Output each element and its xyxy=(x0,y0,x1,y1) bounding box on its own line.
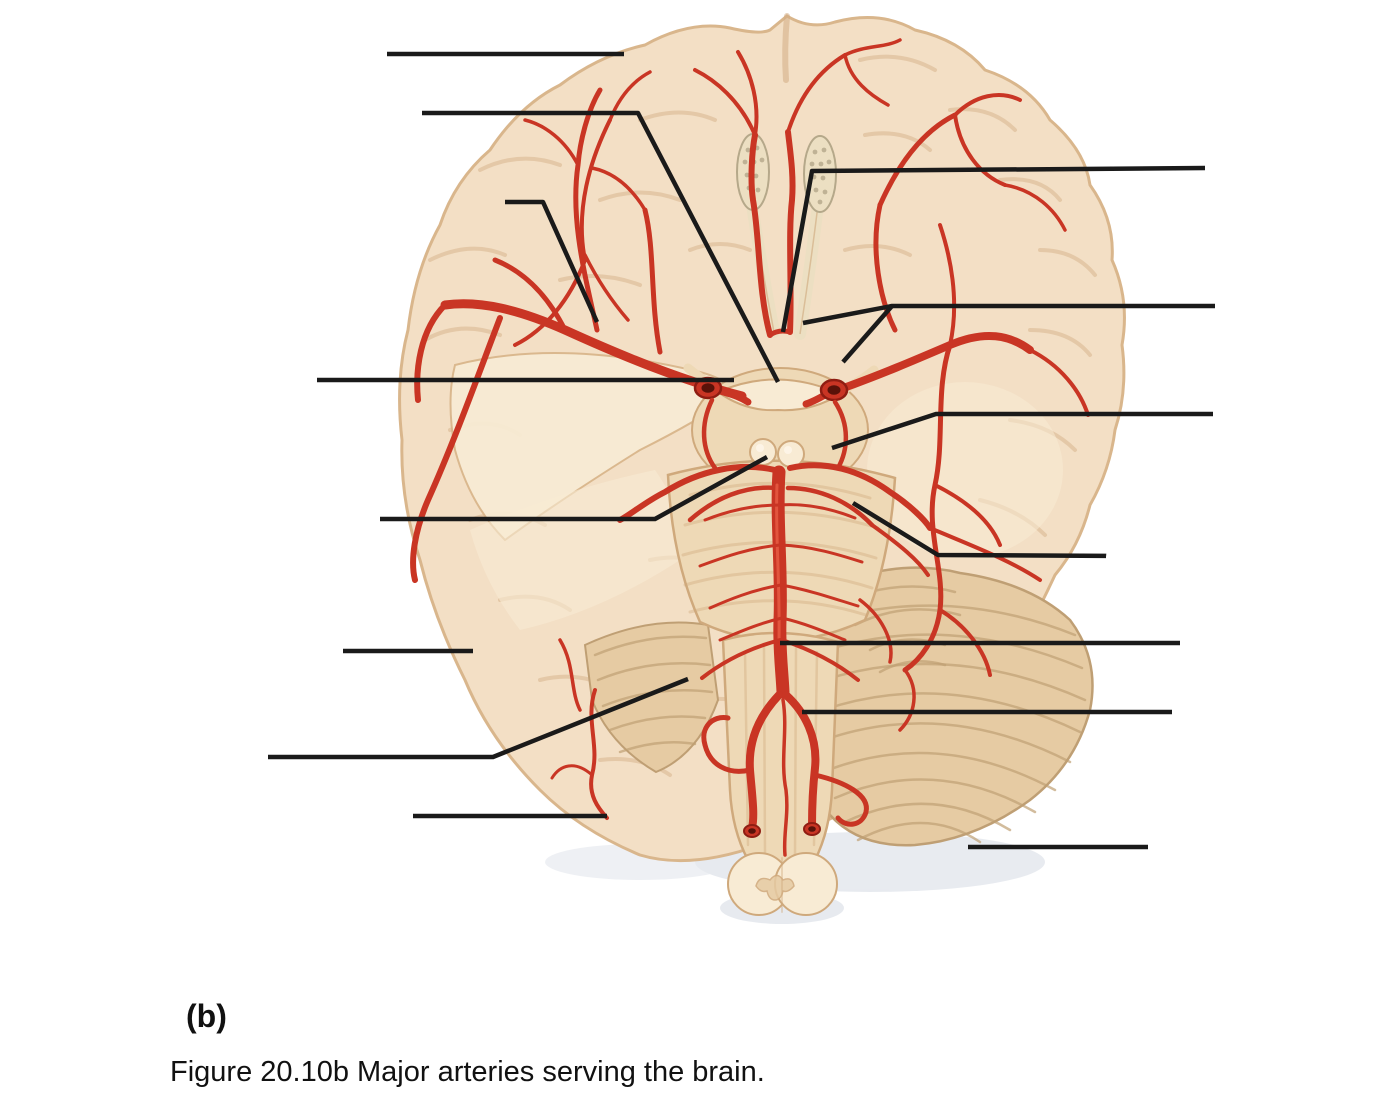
right-frontal-branches xyxy=(873,93,1067,333)
basilar-artery xyxy=(698,465,864,699)
left-temporal-cut-lower xyxy=(470,470,683,630)
olfactory-bulb-right xyxy=(803,135,837,213)
longitudinal-fissure xyxy=(782,13,790,83)
spinal-gray-matter xyxy=(755,874,795,901)
cerebellar-arteries xyxy=(701,598,916,827)
internal-carotid-artery-left xyxy=(693,376,752,406)
anterior-spinal-artery xyxy=(781,698,789,857)
leader-lines xyxy=(268,51,1215,850)
leader-line-8 xyxy=(831,411,1213,451)
label-mask xyxy=(1106,536,1148,582)
leader-line-9 xyxy=(851,501,1126,559)
leader-line-3 xyxy=(505,199,600,323)
figure-caption: Figure 20.10b Major arteries serving the… xyxy=(170,1056,765,1088)
spinal-cord-section xyxy=(727,852,838,916)
cerebellar-folia xyxy=(821,585,1087,844)
mammillary-bodies xyxy=(749,438,805,468)
panel-label: (b) xyxy=(186,998,227,1034)
leader-line-4 xyxy=(780,165,1206,333)
leader-line-5b xyxy=(841,304,894,364)
posterior-communicating-arteries xyxy=(701,397,849,471)
leader-line-7 xyxy=(380,455,769,522)
cerebellum-right xyxy=(812,566,1094,847)
left-occipital-branches xyxy=(550,638,609,820)
leader-line-11 xyxy=(268,676,689,760)
leader-line-2 xyxy=(422,110,780,384)
